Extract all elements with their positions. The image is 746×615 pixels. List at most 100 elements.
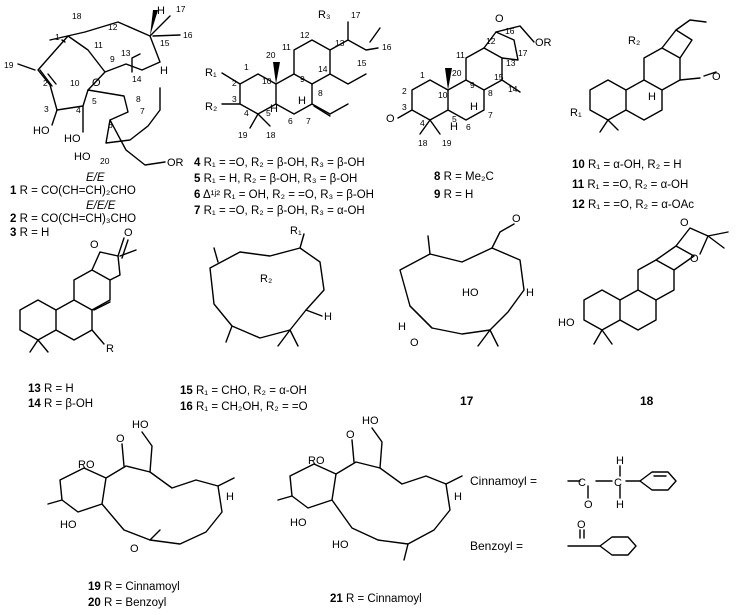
caption-compound-14: 14 R = β-OH <box>28 397 93 411</box>
atom-label: 4 <box>420 118 425 128</box>
atom-label: 13 <box>506 58 516 68</box>
compound-number: 9 <box>434 189 441 201</box>
compound-number: 8 <box>434 171 441 183</box>
atom-label: C <box>578 477 586 489</box>
atom-label: 6 <box>466 122 471 132</box>
atom-label: H <box>526 287 534 299</box>
atom-label: O <box>584 499 593 511</box>
compound-number: 14 <box>28 398 41 410</box>
atom-label: 17 <box>351 10 361 20</box>
caption-compound-20: 20 R = Benzoyl <box>88 596 166 610</box>
caption-compound-21: 21 R = Cinnamoyl <box>330 592 422 606</box>
structure-19-20: RO O HO HO H O <box>47 419 235 555</box>
atom-label: 7 <box>488 110 493 120</box>
atom-label: HO <box>290 517 307 529</box>
atom-label: H <box>616 499 624 511</box>
atom-label: R₂ <box>205 101 217 113</box>
caption-compound-2: 2 R = CO(CH=CH)₃CHO <box>10 212 136 226</box>
atom-label: H <box>324 311 332 323</box>
atom-label: HO <box>462 287 479 299</box>
atom-label: 9 <box>470 80 475 90</box>
caption-text: R = β-OH <box>40 398 94 410</box>
atom-label: 6 <box>288 116 293 126</box>
atom-label: 18 <box>72 11 82 21</box>
caption-text: R₁ = =O, R₂ = α-OAc <box>584 199 695 211</box>
caption-compound-1: 1 R = CO(CH=CH)₂CHO <box>10 184 136 198</box>
atom-label: 19 <box>4 60 14 70</box>
atom-label: 10 <box>438 90 448 100</box>
atom-label: 11 <box>282 42 291 52</box>
atom-label: 2 <box>402 86 407 96</box>
atom-label: 6 <box>108 120 113 130</box>
atom-label: HO <box>558 317 575 329</box>
caption-text: R = Benzoyl <box>100 597 167 609</box>
atom-label: O <box>116 433 125 445</box>
atom-label: 8 <box>488 88 493 98</box>
caption-compound-11: 11 R₁ = =O, R₂ = α-OH <box>572 178 688 192</box>
caption-text: R₁ = =O, R₂ = α-OH <box>584 179 689 191</box>
caption-compound-7: 7 R₁ = =O, R₂ = β-OH, R₃ = α-OH <box>194 204 365 218</box>
compound-number: 1 <box>10 185 17 197</box>
atom-label: 18 <box>266 130 276 140</box>
atom-label: O <box>680 217 689 229</box>
atom-label: 10 <box>70 78 80 88</box>
atom-label: 3 <box>232 94 237 104</box>
atom-label: 17 <box>518 48 528 58</box>
atom-label: 15 <box>160 38 170 48</box>
compound-number: 5 <box>194 173 201 185</box>
atom-label: H <box>160 65 168 77</box>
compound-number: 7 <box>194 205 201 217</box>
caption-text: R = H <box>440 189 474 201</box>
compound-number: 20 <box>88 597 101 609</box>
compound-number: 15 <box>180 385 193 397</box>
caption-compound-3: 3 R = H <box>10 226 49 240</box>
atom-label: R <box>106 343 114 355</box>
structure-8-9: O OR 16 17 12 13 11 20 1 2 3 4 5 6 7 8 9… <box>386 13 552 148</box>
atom-label: 1 <box>420 70 425 80</box>
caption-text: R = H <box>40 383 74 395</box>
atom-label: 14 <box>318 64 328 74</box>
atom-label: 7 <box>306 116 311 126</box>
atom-label: R₂ <box>260 273 272 285</box>
structure-17: O HO H H O <box>398 213 534 349</box>
structure-10-12: R₂ R₁ O H <box>570 19 721 133</box>
atom-label: HO <box>74 151 91 163</box>
caption-text: R = Cinnamoyl <box>342 593 422 605</box>
structure-13-14: O O R <box>19 227 137 355</box>
compound-number: 21 <box>330 593 343 605</box>
atom-label: 17 <box>176 4 186 14</box>
atom-label: H <box>450 121 458 133</box>
atom-label: O <box>124 227 133 239</box>
compound-number: 3 <box>10 227 17 239</box>
atom-label: O <box>346 429 355 441</box>
atom-label: R₃ <box>318 9 330 21</box>
caption-text: R₁ = CH₂OH, R₂ = =O <box>192 401 308 413</box>
caption-compound-4: 4 R₁ = =O, R₂ = β-OH, R₃ = β-OH <box>194 156 365 170</box>
atom-label: O <box>577 519 586 531</box>
atom-label: 16 <box>505 26 515 36</box>
caption-text: R₁ = CHO, R₂ = α-OH <box>192 385 307 397</box>
caption-compound-19: 19 R = Cinnamoyl <box>88 580 180 594</box>
atom-label: H <box>454 491 462 503</box>
atom-label: 2 <box>43 78 48 88</box>
caption-text: Δ¹ʲ² R₁ = OH, R₂ = =O, R₃ = β-OH <box>200 189 374 201</box>
atom-label: 16 <box>183 30 193 40</box>
atom-label: H <box>226 491 234 503</box>
caption-text: R₁ = =O, R₂ = β-OH, R₃ = α-OH <box>200 205 365 217</box>
atom-label: O <box>92 77 101 89</box>
atom-label: 13 <box>121 48 131 58</box>
atom-label: 14 <box>132 74 142 84</box>
atom-label: 20 <box>452 68 462 78</box>
atom-label: H <box>157 5 165 17</box>
atom-label: 14 <box>508 84 518 94</box>
atom-label: OR <box>535 37 552 49</box>
atom-label: 19 <box>238 130 248 140</box>
structure-15-16: R₁ R₂ H <box>209 225 332 347</box>
atom-label: O <box>90 239 99 251</box>
structure-21: RO O HO HO HO H <box>277 415 463 561</box>
caption-text: R₁ = α-OH, R₂ = H <box>584 159 682 171</box>
atom-label: R₁ <box>290 225 302 237</box>
atom-label: HO <box>64 133 81 145</box>
caption-text: R = CO(CH=CH)₃CHO <box>16 213 137 225</box>
